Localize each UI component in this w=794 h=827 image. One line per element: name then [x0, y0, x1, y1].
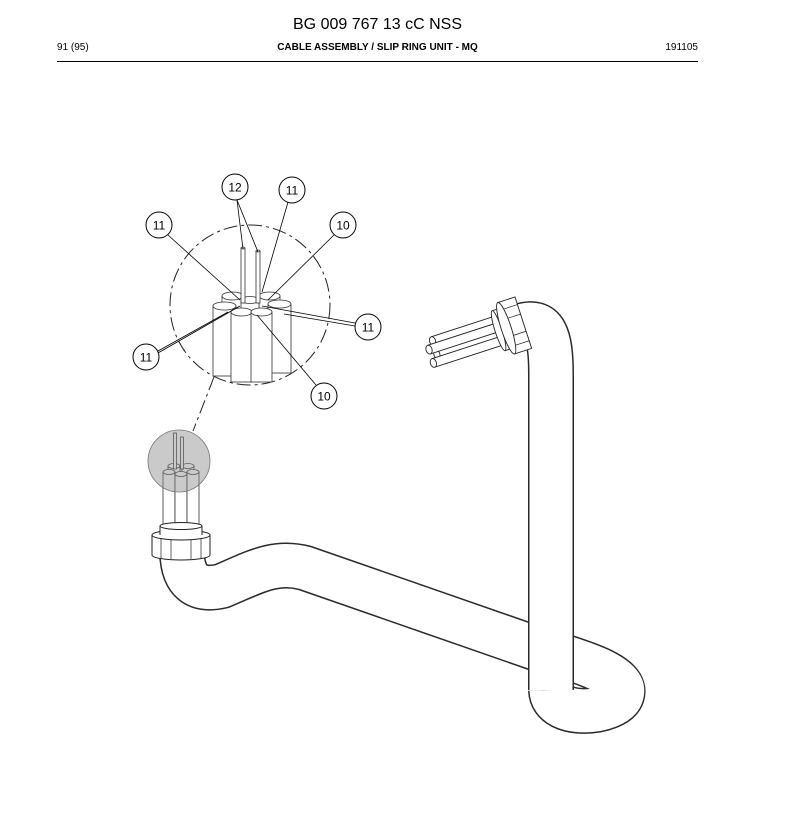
- callout-11-lower: 11: [132, 343, 160, 371]
- callout-label: 11: [286, 184, 299, 198]
- detail-view: [169, 224, 331, 432]
- callouts: 12 11 11 10 11 11: [132, 173, 382, 410]
- conductor-end: [186, 469, 200, 475]
- callout-circle: [310, 382, 338, 410]
- gland-facet: [511, 330, 527, 337]
- detail-boundary-circle: [169, 224, 331, 386]
- callout-label: 11: [362, 321, 375, 335]
- callout-11-right: 11: [354, 313, 382, 341]
- leader-lines: [157, 199, 356, 386]
- callout-label: 10: [317, 390, 331, 404]
- callout-label: 11: [153, 219, 166, 233]
- callout-11-top: 11: [278, 176, 306, 204]
- callout-circle: [132, 343, 160, 371]
- gland-facet: [502, 304, 518, 310]
- gland-collar: [160, 526, 202, 535]
- leader-line-11-left: [167, 234, 241, 301]
- section-title: CABLE ASSEMBLY / SLIP RING UNIT - MQ: [277, 42, 478, 53]
- leader-line-11-lower-a: [157, 311, 229, 352]
- callout-circle: [145, 211, 173, 239]
- callout-11-left: 11: [145, 211, 173, 239]
- leader-line-10-bottom: [256, 314, 317, 386]
- document-id: BG 009 767 13 cC NSS: [293, 16, 462, 33]
- left-conductor-bundle: [162, 432, 200, 529]
- conductor: [250, 311, 273, 383]
- leader-line-11-top: [261, 201, 289, 293]
- callout-circle: [329, 211, 357, 239]
- right-cable-gland-assembly: [425, 296, 533, 368]
- cable-hose: [159, 301, 646, 734]
- gland-facet: [513, 340, 530, 347]
- leader-line-12a: [236, 199, 244, 250]
- callout-label: 11: [140, 351, 153, 365]
- conductor-end: [267, 299, 292, 309]
- detail-link-line: [192, 376, 215, 432]
- callout-label: 10: [336, 219, 350, 233]
- callout-circle: [278, 176, 306, 204]
- date-code: 191105: [665, 42, 698, 53]
- gland-facet: [506, 313, 521, 320]
- callout-circle: [354, 313, 382, 341]
- page-number: 91 (95): [57, 42, 89, 53]
- callout-circle: [221, 173, 249, 201]
- detail-highlight-circle: [147, 429, 211, 493]
- leader-line-10-top: [267, 234, 335, 301]
- detail-conductor-bundle: [212, 246, 292, 383]
- left-cable-gland: [151, 522, 211, 561]
- conductor-end: [425, 344, 433, 355]
- leader-line-11-right-b: [283, 313, 356, 327]
- callout-10-top: 10: [329, 211, 357, 239]
- callout-10-bottom: 10: [310, 382, 338, 410]
- conductor-end: [162, 469, 176, 475]
- thin-wire: [173, 432, 177, 470]
- hose-body-upper: [513, 302, 573, 690]
- conductor-end: [250, 307, 273, 317]
- thin-wire: [240, 247, 246, 304]
- gland-collar-top: [159, 522, 203, 530]
- thin-wire: [255, 250, 261, 304]
- conductor-end: [212, 301, 237, 311]
- callout-label: 12: [228, 181, 242, 195]
- leader-line-11-right-a: [261, 305, 356, 324]
- leader-line-11-lower-b: [157, 305, 241, 354]
- gland-nut: [152, 535, 210, 555]
- conductor: [230, 311, 253, 383]
- header-row: 91 (95) CABLE ASSEMBLY / SLIP RING UNIT …: [57, 41, 698, 54]
- leader-line-12b: [236, 199, 259, 253]
- thin-wire: [180, 436, 184, 470]
- gland-nut-face: [496, 302, 517, 355]
- conductor-end: [429, 358, 437, 368]
- callout-12: 12: [221, 173, 249, 201]
- header-divider: [57, 61, 698, 62]
